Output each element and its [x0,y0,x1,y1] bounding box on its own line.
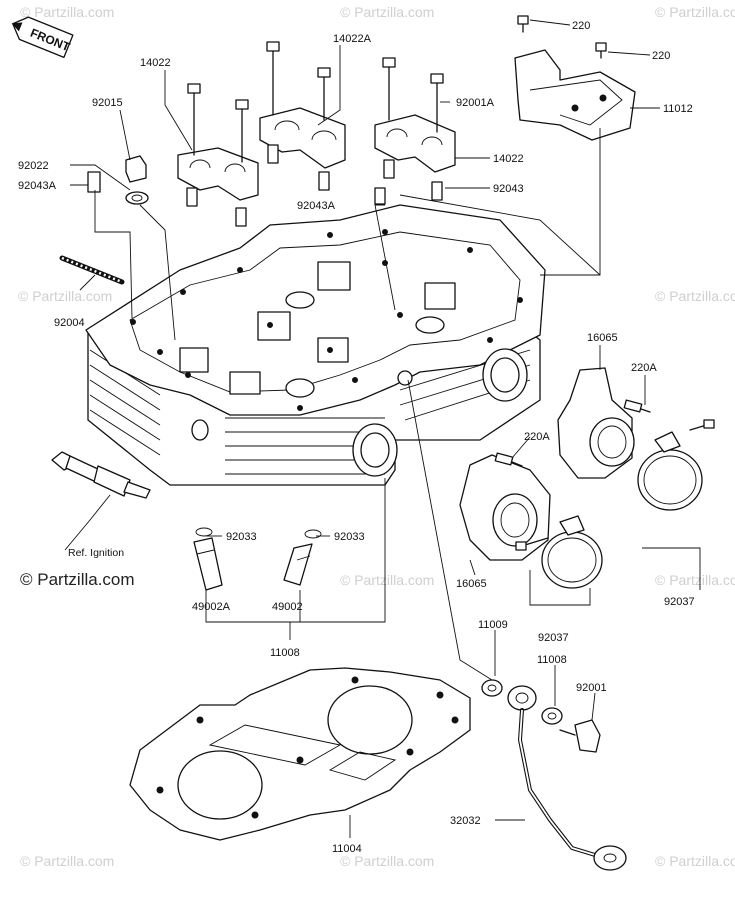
part-number-label: 14022A [333,33,372,45]
cap-bolt [187,41,444,163]
watermark-text: © Partzilla.com [340,853,434,869]
part-number-label: 92043A [297,200,336,212]
part-number-label: 16065 [456,578,487,590]
intake-port [352,348,528,477]
part-number-label: 92037 [664,596,695,608]
watermark-text: © Partzilla.com [655,853,735,869]
part-number-label: 220A [524,431,550,443]
watermark-text: © Partzilla.com [655,288,735,304]
hose-clamp [515,419,715,589]
valve-guide [193,527,322,591]
watermark-text: © Partzilla.com [20,4,114,20]
stud-bolt [59,255,125,285]
part-number-label: 11004 [332,843,362,855]
watermark-text: © Partzilla.com [655,4,735,20]
part-number-label: 92022 [18,160,49,172]
part-number-label: 92043 [493,183,524,195]
reference-label: Ref. Ignition [68,547,124,559]
watermark-text: © Partzilla.com [20,853,114,869]
part-number-label: 11009 [478,619,508,631]
part-number-label: 92004 [54,317,85,329]
watermark-text: © Partzilla.com [340,4,434,20]
head-cover [514,15,636,141]
watermark-layer: © Partzilla.com © Partzilla.com © Partzi… [18,4,735,869]
watermark-text: © Partzilla.com [340,572,434,588]
intake-holder [459,367,651,561]
part-labels: 220 220 11012 14022 14022A 92015 92001A … [18,20,695,855]
part-number-label: 11008 [537,654,567,666]
part-number-label: 220 [572,20,590,32]
part-number-label: 49002 [272,601,303,613]
spark-plug [51,451,151,499]
part-number-label: 14022 [140,57,171,69]
part-number-label: 11008 [270,647,300,659]
watermark-text: © Partzilla.com [18,288,112,304]
part-number-label: 32032 [450,815,481,827]
part-number-label: 92033 [334,531,365,543]
part-number-label: 92043A [18,180,57,192]
bolt [517,15,529,25]
part-number-label: 92037 [538,632,569,644]
head-gasket [129,667,471,841]
cylinder-head [85,204,546,486]
part-number-label: 92033 [226,531,257,543]
leader-lines [64,19,701,838]
part-number-label: 220A [631,362,657,374]
dowel-pin [87,171,101,193]
part-number-label: 11012 [663,103,693,115]
part-number-label: 92001 [576,682,607,694]
part-number-label: 92015 [92,97,123,109]
cap-nut [125,155,147,183]
oil-pipe [481,679,627,871]
dowel-pin [186,144,443,227]
watermark-main: © Partzilla.com [20,570,135,589]
part-number-label: 92001A [456,97,495,109]
watermark-text: © Partzilla.com [655,572,735,588]
part-number-label: 14022 [493,153,524,165]
bolt [595,42,607,52]
part-number-label: 220 [652,50,670,62]
camshaft-caps [87,41,456,227]
washer [125,191,149,205]
part-number-label: 49002A [192,601,231,613]
part-number-label: 16065 [587,332,618,344]
